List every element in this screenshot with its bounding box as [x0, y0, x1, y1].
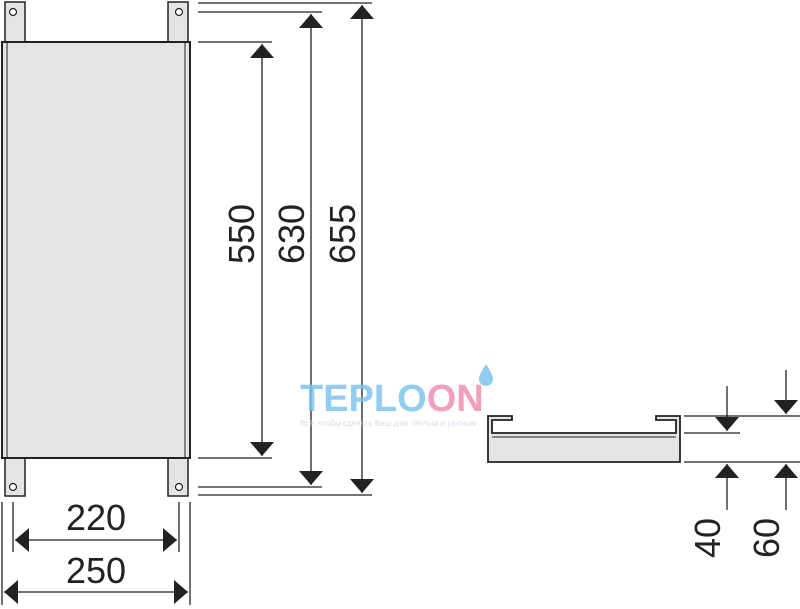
dimension-label-220: 220: [66, 497, 126, 538]
front-view: [1, 1, 191, 497]
bolt-hole-icon: [8, 482, 18, 492]
profile-view: [487, 415, 681, 463]
bracket-top-right: [167, 1, 189, 43]
dimension-label-630: 630: [271, 204, 312, 264]
bolt-hole-icon: [8, 7, 18, 17]
bolt-hole-icon: [174, 7, 184, 17]
dimension-label-250: 250: [66, 550, 126, 591]
water-drop-icon: [479, 364, 493, 386]
brand-part2: ON: [427, 378, 484, 420]
bolt-hole-icon: [174, 482, 184, 492]
dimension-label-60: 60: [746, 518, 787, 558]
dimension-label-655: 655: [322, 204, 363, 264]
dimension-label-40: 40: [687, 518, 728, 558]
brand-tagline: Всё, чтобы сделать Ваш дом тёплым и уютн…: [300, 419, 477, 428]
profile-outline: [487, 415, 681, 463]
profile-dimensions: [684, 370, 800, 510]
horizontal-dimensions: [1, 502, 191, 605]
vertical-dimensions: [198, 2, 374, 496]
svg-text:TEPLOON: TEPLOON: [300, 378, 484, 420]
dimension-label-550: 550: [221, 204, 262, 264]
brand-part1: TEPLO: [300, 378, 427, 420]
watermark-logo: TEPLOON Всё, чтобы сделать Ваш дом тёплы…: [300, 364, 493, 428]
bracket-top-left: [4, 1, 26, 43]
panel-body: [1, 41, 191, 459]
